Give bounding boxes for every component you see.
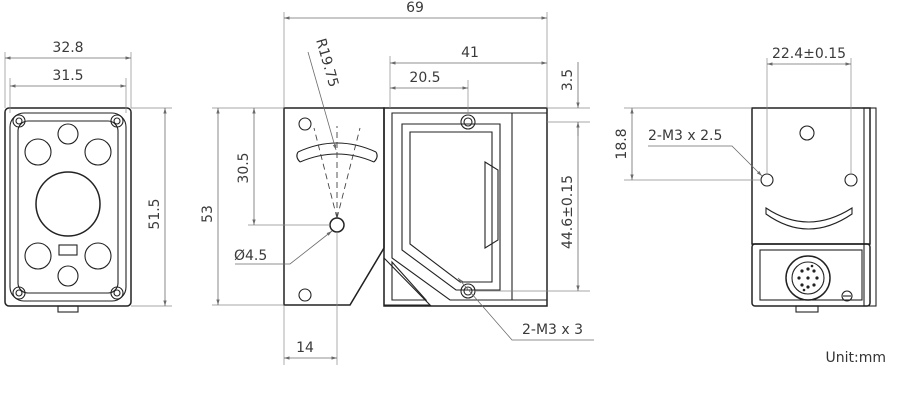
side-thread-label: 2-M3 x 3 [522, 322, 583, 338]
front-view: 32.8 31.5 51.5 [4, 40, 172, 313]
body-panel [391, 112, 513, 301]
rear-hole-top-icon [799, 125, 815, 141]
right-offset-label: 3.5 [560, 69, 576, 91]
rear-hole-span-label: 22.4±0.15 [772, 46, 846, 62]
front-housing [4, 107, 132, 307]
front-width-outer-label: 32.8 [52, 40, 83, 56]
total-height-label: 53 [200, 205, 216, 223]
rear-view: 22.4±0.15 18.8 2-M3 x 2.5 [614, 46, 877, 313]
pivot-hole-icon [329, 217, 345, 233]
led-upper-left-icon [24, 138, 52, 166]
connector-pins-icon [797, 264, 819, 292]
hole-diameter-label: Ø4.5 [234, 248, 267, 264]
rear-thread-hole-right-icon [844, 173, 858, 187]
side-view: 69 41 20.5 R19.75 53 30.5 Ø4.5 3.5 44.6±… [200, 0, 594, 365]
indicator-window [58, 244, 78, 256]
rear-hole-height-label: 18.8 [614, 128, 630, 159]
body-length-label: 41 [461, 45, 479, 61]
bracket-hole-top-icon [298, 117, 312, 131]
connector-outer-icon [785, 255, 831, 301]
led-lower-left-icon [24, 242, 52, 270]
bottom-offset-label: 14 [296, 340, 314, 356]
connector-icon [791, 261, 825, 295]
led-top-icon [57, 123, 79, 145]
rear-foot [795, 305, 819, 313]
lens-icon [35, 171, 101, 237]
led-lower-right-icon [84, 242, 112, 270]
overall-length-label: 69 [406, 0, 424, 16]
ground-screw-icon [841, 290, 853, 302]
body-screw-bottom-icon [460, 283, 476, 299]
bracket-lower-wedge [383, 256, 432, 306]
unit-label: Unit:mm [826, 350, 887, 366]
hole-height-label: 30.5 [236, 152, 252, 183]
front-panel-inner [17, 120, 119, 294]
rear-thread-hole-left-icon [760, 173, 774, 187]
offset-label: 20.5 [409, 70, 440, 86]
front-width-inner-label: 31.5 [52, 68, 83, 84]
rear-side-edge [863, 107, 877, 307]
camera-body [383, 107, 548, 307]
rear-slot [765, 206, 853, 230]
front-height-label: 51.5 [147, 198, 163, 229]
front-panel [9, 112, 127, 302]
led-upper-right-icon [84, 138, 112, 166]
rear-housing [751, 107, 871, 245]
rear-thread-label: 2-M3 x 2.5 [648, 128, 722, 144]
screw-icon [12, 114, 124, 300]
front-foot [57, 305, 79, 313]
hole-span-label: 44.6±0.15 [560, 175, 576, 249]
connector-plate [759, 249, 863, 301]
bracket-hole-bottom-icon [298, 288, 312, 302]
led-bottom-icon [57, 265, 79, 287]
body-screw-top-icon [460, 114, 476, 130]
